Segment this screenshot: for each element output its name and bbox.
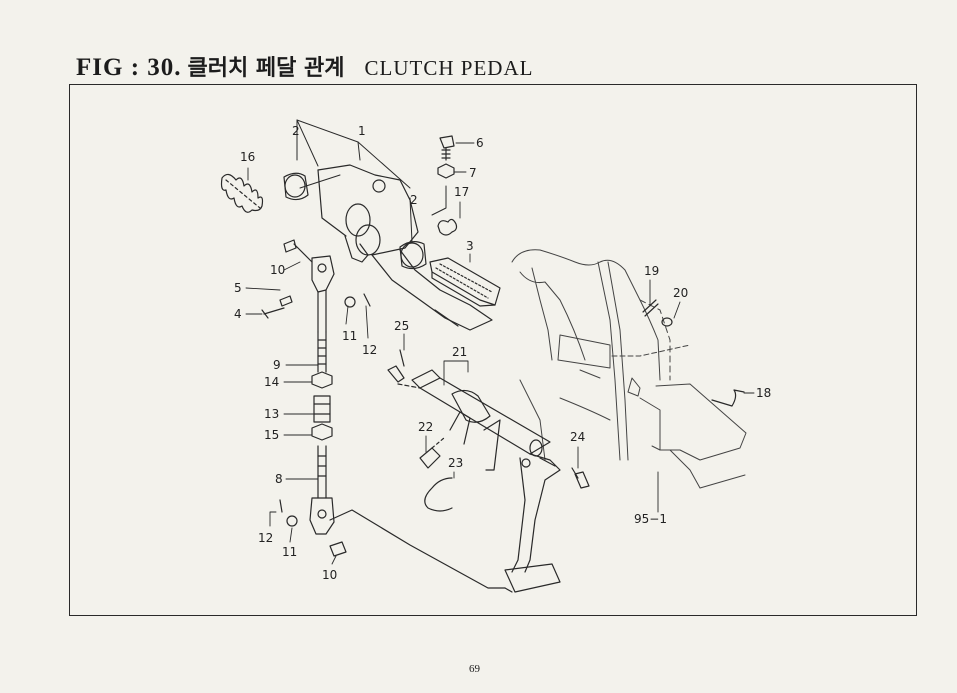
callout-18: 18 (756, 386, 771, 400)
cross-shaft-assembly (329, 349, 590, 593)
callout-11-top: 11 (342, 329, 357, 343)
callout-labels: 1 2 2 3 4 5 6 7 8 9 10 10 11 11 12 12 13… (234, 124, 771, 582)
callout-10-top: 10 (270, 263, 285, 277)
callout-8: 8 (275, 472, 283, 486)
group-leaders (296, 119, 447, 243)
callout-12-bottom: 12 (258, 531, 273, 545)
pivot-pin (642, 299, 659, 317)
callout-7: 7 (469, 166, 477, 180)
callout-2-left: 2 (292, 124, 300, 138)
page-number: 69 (469, 663, 480, 675)
callout-11-bottom: 11 (282, 545, 297, 559)
pivot-washer (661, 317, 673, 327)
leader-lines (245, 142, 755, 565)
pedal-pad (429, 257, 501, 307)
callout-16: 16 (240, 150, 255, 164)
callout-4: 4 (234, 307, 242, 321)
callout-2-right: 2 (410, 193, 418, 207)
callout-12-top: 12 (362, 343, 377, 357)
coil-spring (220, 173, 264, 213)
callout-6: 6 (476, 136, 484, 150)
callout-21: 21 (452, 345, 467, 359)
adjusting-bolt (439, 135, 455, 161)
return-rod (711, 389, 745, 407)
callout-1: 1 (358, 124, 366, 138)
figure-number: FIG : 30. (76, 54, 182, 81)
callout-13: 13 (264, 407, 279, 421)
callout-25: 25 (394, 319, 409, 333)
tractor-frame-background (511, 249, 747, 489)
callout-20: 20 (673, 286, 688, 300)
diagram-frame (69, 84, 917, 616)
small-spring (437, 218, 458, 236)
pedal-bracket-assembly (283, 164, 493, 331)
figure-title-korean: 클러치 페달 관계 (187, 55, 345, 81)
callout-15: 15 (264, 428, 279, 442)
callout-24: 24 (570, 430, 585, 444)
callout-22: 22 (418, 420, 433, 434)
callout-95-1: 95−1 (634, 512, 667, 526)
callout-5: 5 (234, 281, 242, 295)
lock-nut (437, 163, 455, 179)
clevis-rod-assembly (261, 239, 371, 557)
callout-9: 9 (273, 358, 281, 372)
figure-title-english: CLUTCH PEDAL (364, 56, 534, 80)
callout-17: 17 (454, 185, 469, 199)
figure-title: FIG : 30. 클러치 페달 관계 CLUTCH PEDAL (76, 50, 533, 82)
callout-3: 3 (466, 239, 474, 253)
callout-19: 19 (644, 264, 659, 278)
callout-10-bottom: 10 (322, 568, 337, 582)
callout-23: 23 (448, 456, 463, 470)
callout-14: 14 (264, 375, 279, 389)
